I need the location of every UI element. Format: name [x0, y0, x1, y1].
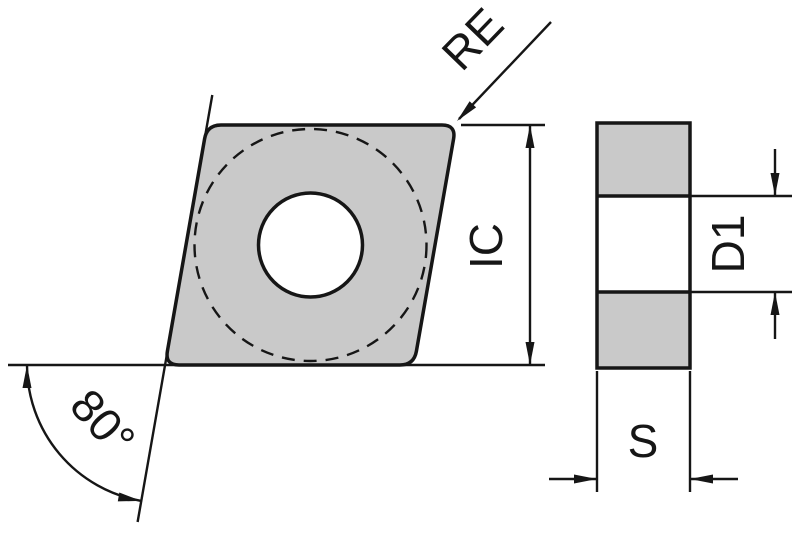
angle-arc-arrowhead-bottom — [117, 492, 142, 502]
corner-angle-label: 80° — [60, 379, 145, 465]
side-view-outline — [595, 121, 692, 370]
front-view: 80° RE IC — [8, 0, 552, 523]
re-leader-line — [458, 21, 552, 120]
side-bottom-band — [597, 292, 690, 368]
hole-diameter-label: D1 — [702, 215, 754, 274]
inscribed-circle — [193, 127, 428, 363]
d1-arrowhead-top — [770, 173, 780, 196]
s-arrowhead-left — [574, 474, 597, 484]
center-hole — [256, 191, 365, 299]
thickness-label: S — [628, 415, 659, 467]
corner-radius-label: RE — [432, 0, 514, 80]
angle-arc-arrowhead-top — [22, 365, 32, 388]
d1-arrowhead-bottom — [770, 292, 780, 315]
re-arrowhead — [457, 101, 477, 121]
angle-arc — [25, 364, 142, 503]
s-arrowhead-right — [690, 474, 713, 484]
side-top-band — [597, 123, 690, 196]
inscribed-circle-label: IC — [460, 223, 512, 269]
ic-arrowhead-top — [525, 125, 535, 148]
side-view: D1 S — [549, 121, 792, 492]
ic-arrowhead-bottom — [525, 342, 535, 365]
